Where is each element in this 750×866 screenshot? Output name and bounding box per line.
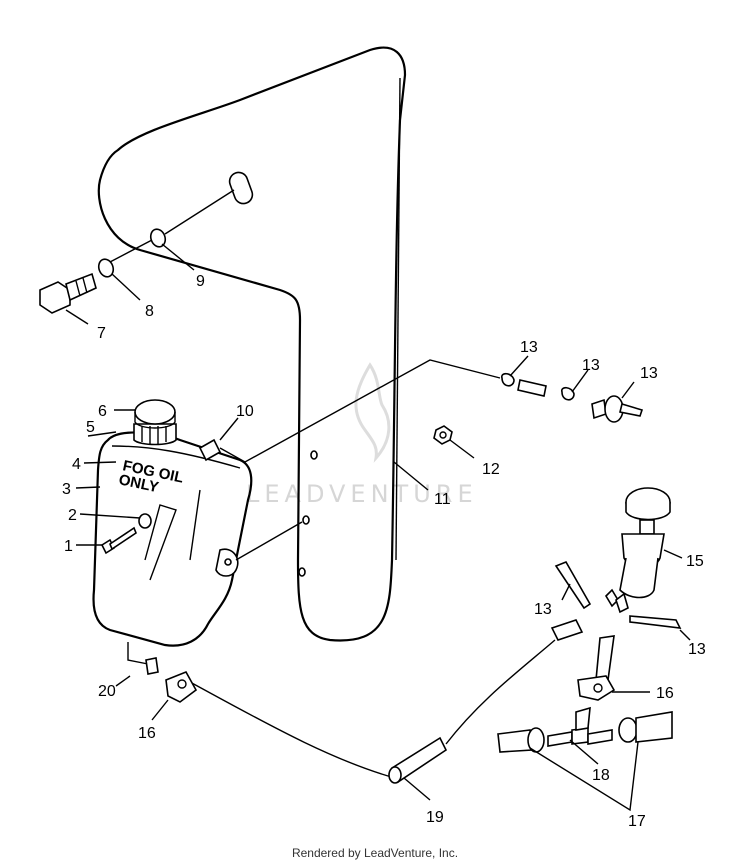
fuel-line	[445, 639, 556, 745]
hose-end	[388, 766, 402, 784]
callout-16b: 16	[656, 685, 674, 702]
panel-edge	[395, 77, 401, 561]
callout-13d: 13	[688, 641, 706, 658]
hose-clip	[577, 675, 616, 701]
hose-segment	[550, 619, 584, 641]
callout-8: 8	[145, 303, 154, 320]
callout-3: 3	[62, 481, 71, 498]
check-valve	[591, 395, 644, 423]
callout-19: 19	[426, 809, 444, 826]
callout-16a: 16	[138, 725, 156, 742]
vent-line	[219, 359, 501, 463]
hose-segment	[595, 635, 615, 681]
callout-1: 1	[64, 538, 73, 555]
watermark-text: LEADVENTURE	[246, 480, 478, 508]
primer-pump	[604, 487, 671, 614]
callout-11: 11	[434, 491, 451, 508]
drain-tube	[127, 642, 149, 665]
callout-17: 17	[628, 813, 646, 830]
watermark: LEADVENTURE	[246, 362, 478, 508]
washer	[138, 513, 152, 529]
clip-hole	[177, 679, 187, 689]
callout-10: 10	[236, 403, 254, 420]
clamp	[561, 386, 575, 401]
nut-hole	[439, 431, 447, 439]
panel	[97, 46, 407, 642]
drain-fitting	[145, 657, 159, 675]
oil-tank	[92, 431, 253, 647]
callout-12: 12	[482, 461, 500, 478]
clamp	[501, 372, 515, 387]
bracket-hole	[224, 558, 232, 566]
washer	[97, 258, 115, 278]
callout-18: 18	[592, 767, 610, 784]
panel-slot	[228, 171, 254, 205]
callout-2: 2	[68, 507, 77, 524]
bolt	[39, 272, 97, 314]
callout-15: 15	[686, 553, 704, 570]
panel-hole	[302, 515, 310, 525]
clip-hole	[593, 683, 603, 693]
callout-5: 5	[86, 419, 95, 436]
callout-14: 13	[640, 365, 658, 382]
panel-hole	[310, 450, 318, 460]
callout-13a: 13	[520, 339, 538, 356]
leader-lines	[65, 243, 691, 812]
mount-line	[235, 521, 303, 561]
footer-credit: Rendered by LeadVenture, Inc.	[291, 846, 459, 860]
callout-7: 7	[97, 325, 106, 342]
panel-hole	[298, 567, 306, 577]
elbow-fitting	[629, 615, 682, 629]
callout-9: 9	[196, 273, 205, 290]
callout-13c: 13	[534, 601, 552, 618]
fill-cap	[133, 399, 177, 446]
fitting	[198, 438, 222, 462]
nut	[433, 425, 453, 445]
callout-6: 6	[98, 403, 107, 420]
callout-13b: 13	[582, 357, 600, 374]
screw	[100, 526, 137, 555]
elbow-fitting	[554, 560, 592, 610]
hose-clip	[165, 670, 198, 703]
bolt-axis-line	[109, 189, 235, 263]
fuel-line	[189, 681, 396, 779]
callout-20: 20	[98, 683, 116, 700]
tee-assembly	[497, 706, 673, 753]
hose-segment	[517, 379, 547, 397]
callout-4: 4	[72, 456, 81, 473]
